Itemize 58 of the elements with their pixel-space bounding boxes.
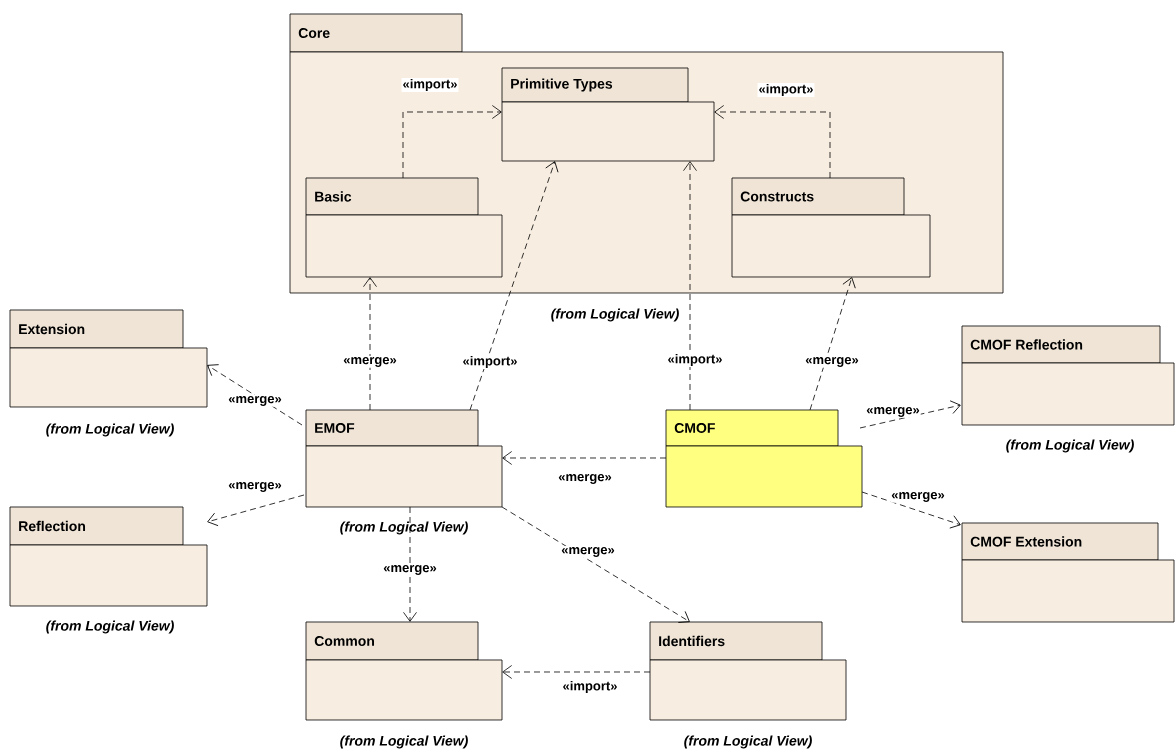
origin-note: (from Logical View) xyxy=(340,521,468,535)
dependency-arrow xyxy=(859,400,961,429)
dependency-arrow xyxy=(502,665,651,679)
node-label: Reflection xyxy=(19,520,86,532)
dependency-arrow xyxy=(402,105,502,179)
edge-label: «import» xyxy=(668,353,722,367)
edge-label: «merge» xyxy=(383,565,437,575)
nested-package: Basic xyxy=(305,177,503,278)
node-label: Basic xyxy=(315,191,352,202)
dependency-arrow xyxy=(363,277,377,411)
package: EMOF xyxy=(305,409,503,508)
package: Identifiers xyxy=(649,621,847,721)
node-label: Common xyxy=(314,636,374,646)
edge-label: «merge» xyxy=(891,492,945,502)
dependency-arrow xyxy=(809,277,856,411)
node-label: EMOF xyxy=(315,423,355,433)
edge-label: «import» xyxy=(463,355,517,369)
dependency-arrow xyxy=(207,494,305,527)
package: Extension xyxy=(9,309,208,408)
node-label: CMOF Extension xyxy=(970,536,1082,547)
node-label: Core xyxy=(298,28,330,38)
node-label: Primitive Types xyxy=(511,78,613,92)
dependency-arrow xyxy=(207,364,303,426)
package: CMOF xyxy=(665,409,863,508)
origin-note: (from Logical View) xyxy=(551,308,679,322)
dependency-arrow xyxy=(403,506,417,622)
node-label: CMOF Reflection xyxy=(970,339,1083,350)
dependency-arrow xyxy=(861,491,961,529)
package: CMOF Extension xyxy=(961,522,1175,623)
origin-note: (from Logical View) xyxy=(684,735,812,749)
package: Common xyxy=(305,621,503,721)
origin-note: (from Logical View) xyxy=(46,423,174,437)
edge-label: «merge» xyxy=(866,407,920,417)
dependency-arrow xyxy=(714,105,831,179)
origin-note: (from Logical View) xyxy=(340,735,468,749)
node-label: CMOF xyxy=(674,423,715,433)
edge-label: «import» xyxy=(563,680,617,694)
nested-package: Constructs xyxy=(731,177,931,278)
dependency-arrow xyxy=(469,161,559,411)
node-label: Identifiers xyxy=(659,635,725,647)
edge-label: «import» xyxy=(759,83,813,97)
edge-label: «merge» xyxy=(805,357,859,367)
dependency-arrow xyxy=(501,506,690,623)
dependency-arrow xyxy=(502,451,667,465)
origin-note: (from Logical View) xyxy=(1006,439,1134,453)
edge-label: «import» xyxy=(403,78,457,92)
edge-label: «merge» xyxy=(343,357,397,367)
edge-label: «merge» xyxy=(558,474,612,484)
origin-note: (from Logical View) xyxy=(46,620,174,634)
nested-package: Primitive Types xyxy=(501,67,715,162)
node-label: Extension xyxy=(19,323,85,335)
dependency-arrow xyxy=(683,161,697,411)
edge-label: «merge» xyxy=(228,396,282,406)
package: CMOF Reflection xyxy=(961,325,1175,426)
package: Reflection xyxy=(9,506,208,607)
node-label: Constructs xyxy=(740,191,814,202)
edge-label: «merge» xyxy=(561,547,615,557)
edge-label: «merge» xyxy=(228,482,282,492)
